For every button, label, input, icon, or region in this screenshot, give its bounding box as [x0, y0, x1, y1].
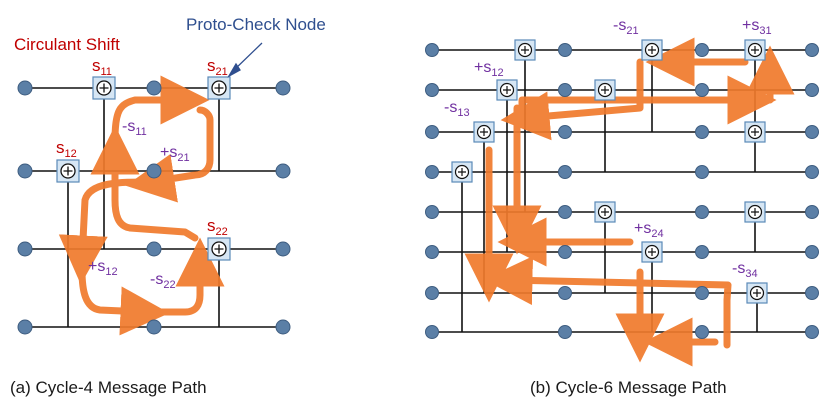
variable-node	[558, 205, 572, 219]
variable-node	[146, 80, 162, 96]
variable-node	[146, 319, 162, 335]
variable-node	[805, 286, 819, 300]
variable-node	[425, 165, 439, 179]
label-s11: s11	[92, 56, 112, 78]
check-node-s22	[207, 237, 231, 261]
variable-node	[146, 241, 162, 257]
label-pos-s24: +s24	[634, 220, 664, 240]
right-variable-nodes	[425, 43, 819, 339]
variable-node	[146, 163, 162, 179]
variable-node	[695, 83, 709, 97]
label-s12: s12	[56, 138, 77, 160]
check-node-s11	[92, 76, 116, 100]
right-message-path	[464, 37, 795, 367]
label-pos-s31: +s31	[742, 17, 772, 37]
variable-node	[695, 125, 709, 139]
check-node	[594, 201, 616, 223]
label-neg-s11: -s11	[122, 118, 147, 138]
left-variable-nodes	[17, 80, 291, 335]
variable-node	[805, 165, 819, 179]
variable-node	[695, 165, 709, 179]
check-node-s12	[56, 159, 80, 183]
check-node-s12	[496, 79, 518, 101]
label-pos-s21: +s21	[160, 144, 190, 164]
variable-node	[17, 163, 33, 179]
variable-node	[425, 125, 439, 139]
variable-node	[558, 245, 572, 259]
variable-node	[558, 83, 572, 97]
variable-node	[695, 43, 709, 57]
variable-node	[695, 325, 709, 339]
circulant-shift-label: Circulant Shift	[14, 35, 120, 54]
variable-node	[558, 325, 572, 339]
variable-node	[805, 245, 819, 259]
variable-node	[275, 80, 291, 96]
caption-left: (a) Cycle-4 Message Path	[10, 378, 207, 397]
left-grid-lines	[25, 87, 283, 328]
variable-node	[558, 286, 572, 300]
variable-node	[425, 43, 439, 57]
variable-node	[425, 205, 439, 219]
label-pos-s12: +s12	[474, 59, 504, 79]
label-neg-s34: -s34	[732, 260, 758, 280]
check-node	[594, 79, 616, 101]
variable-node	[275, 241, 291, 257]
check-node	[744, 201, 766, 223]
variable-node	[805, 205, 819, 219]
variable-node	[695, 205, 709, 219]
variable-node	[805, 325, 819, 339]
check-node-s34	[746, 282, 768, 304]
check-node	[514, 39, 536, 61]
check-node-s21	[641, 39, 663, 61]
check-node	[744, 121, 766, 143]
left-check-nodes	[56, 76, 231, 261]
check-node-s31	[744, 39, 766, 61]
check-node-s13	[473, 121, 495, 143]
left-message-path	[58, 75, 225, 336]
variable-node	[695, 286, 709, 300]
variable-node	[805, 83, 819, 97]
variable-node	[558, 165, 572, 179]
check-node	[451, 161, 473, 183]
variable-node	[558, 125, 572, 139]
proto-check-pointer	[227, 42, 263, 78]
proto-check-node-label: Proto-Check Node	[186, 15, 326, 34]
variable-node	[17, 80, 33, 96]
variable-node	[17, 319, 33, 335]
variable-node	[425, 325, 439, 339]
variable-node	[275, 163, 291, 179]
variable-node	[805, 125, 819, 139]
caption-right: (b) Cycle-6 Message Path	[530, 378, 727, 397]
label-pos-s12: +s12	[88, 258, 118, 278]
label-neg-s22: -s22	[150, 271, 176, 291]
variable-node	[425, 286, 439, 300]
check-node-s24	[641, 241, 663, 263]
label-neg-s21: -s21	[613, 17, 639, 37]
label-s22: s22	[207, 216, 228, 238]
right-check-nodes	[451, 39, 768, 304]
label-s21: s21	[207, 56, 228, 78]
variable-node	[17, 241, 33, 257]
check-node-s21	[207, 76, 231, 100]
variable-node	[558, 43, 572, 57]
variable-node	[695, 245, 709, 259]
variable-node	[805, 43, 819, 57]
variable-node	[425, 245, 439, 259]
variable-node	[275, 319, 291, 335]
variable-node	[425, 83, 439, 97]
label-neg-s13: -s13	[444, 99, 470, 119]
